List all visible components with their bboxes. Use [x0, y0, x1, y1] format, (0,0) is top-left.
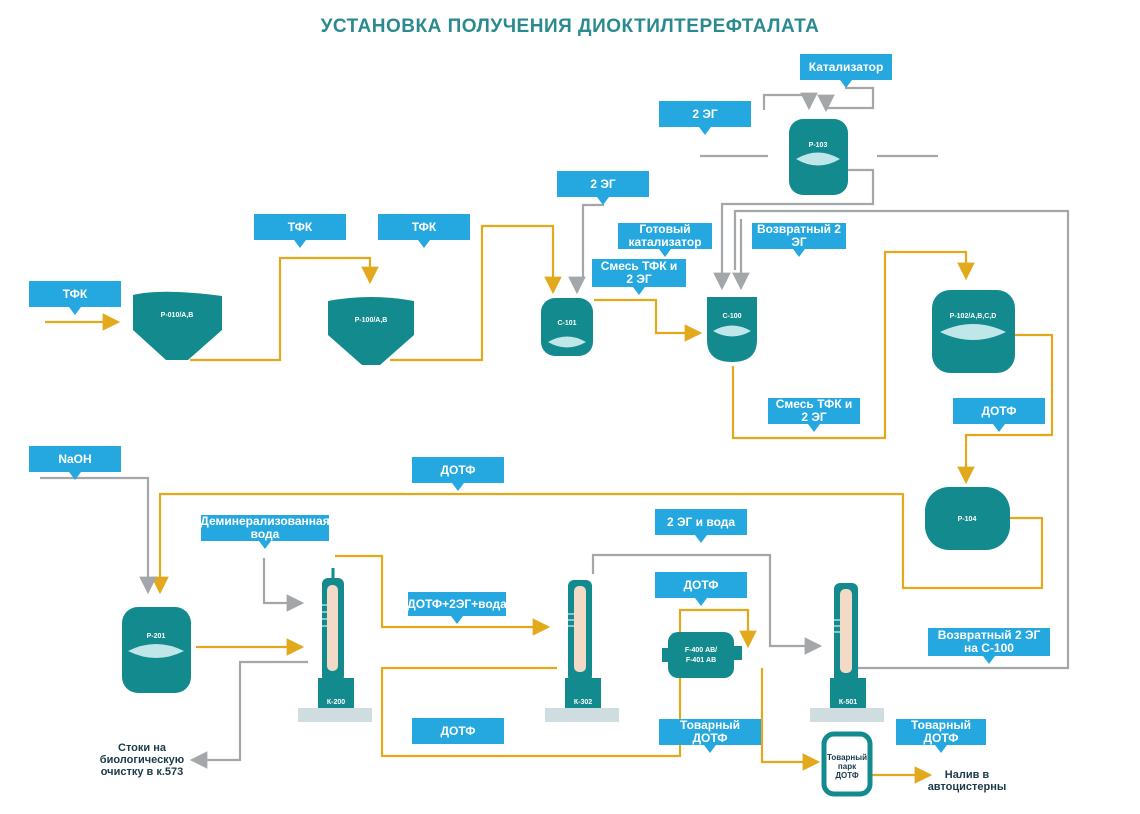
label-catalyst: Катализатор — [800, 54, 892, 88]
filter-f400-label-1: F-400 АВ/ — [685, 647, 717, 654]
label-eg-2: 2 ЭГ — [659, 101, 751, 135]
label-tfk-1: ТФК — [29, 281, 121, 315]
label-eg-water: 2 ЭГ и вода — [655, 509, 747, 543]
vessel-r103: Р-103 — [789, 119, 848, 195]
agitator-icon — [796, 152, 840, 166]
label-tfk-3: ТФК — [378, 214, 470, 248]
vessel-r102-label: Р-102/А,В,С,D — [950, 313, 997, 320]
vessel-c100: С-100 — [707, 297, 757, 362]
label-ready-catalyst: Готовый катализатор — [618, 223, 712, 257]
label-mix-1: Смесь ТФК и 2 ЭГ — [592, 259, 686, 295]
label-mix-2: Смесь ТФК и 2 ЭГ — [768, 398, 860, 432]
label-demin-water: Деминерализованная вода — [200, 514, 330, 549]
label-tfk-2: ТФК — [254, 214, 346, 248]
filter-f400: F-400 АВ/ F-401 АВ — [662, 632, 742, 678]
label-dotf-4: ДОТФ — [412, 718, 504, 744]
tank-commodity-park: Товарный парк ДОТФ — [821, 731, 873, 797]
label-dotf-3: ДОТФ — [655, 572, 747, 606]
vessel-c101-label: С-101 — [557, 320, 576, 327]
agitator-icon — [128, 644, 184, 658]
label-eg-1: 2 ЭГ — [557, 171, 649, 205]
column-k200-label: К-200 — [327, 699, 345, 706]
agitator-icon — [940, 324, 1006, 340]
vessel-r010-label: Р-010/А,В — [161, 312, 194, 319]
vessel-r100: Р-100/А,В — [328, 297, 414, 365]
vessel-r100-label: Р-100/А,В — [355, 317, 388, 324]
agitator-icon — [713, 325, 751, 337]
text-bio-treatment: Стоки на биологическую очистку в к.573 — [99, 742, 185, 778]
svg-text:Товарный: Товарный — [827, 753, 867, 762]
column-k302-label: К-302 — [574, 699, 592, 706]
vessel-r104-label: Р-104 — [958, 516, 977, 523]
vessel-r103-label: Р-103 — [809, 142, 828, 149]
vessel-c100-label: С-100 — [722, 313, 741, 320]
column-k302: К-302 — [545, 580, 619, 722]
label-return-eg-c100: Возвратный 2 ЭГ на С-100 — [928, 628, 1050, 664]
vessel-r201-label: Р-201 — [147, 633, 166, 640]
column-k200: К-200 — [298, 568, 372, 722]
gray-flow-lines — [40, 86, 1070, 769]
filter-f400-label-2: F-401 АВ — [686, 657, 716, 664]
vessel-r201: Р-201 — [122, 607, 191, 693]
vessel-r102: Р-102/А,В,С,D — [932, 290, 1015, 373]
agitator-icon — [548, 336, 586, 348]
page-title: УСТАНОВКА ПОЛУЧЕНИЯ ДИОКТИЛТЕРЕФТАЛАТА — [320, 16, 820, 37]
label-dotf-eg-water: ДОТФ+2ЭГ+вода — [407, 592, 507, 624]
vessel-c101: С-101 — [541, 298, 593, 356]
label-dotf-2: ДОТФ — [412, 457, 504, 491]
svg-text:ДОТФ: ДОТФ — [835, 771, 859, 780]
column-k501-label: К-501 — [839, 699, 857, 706]
svg-text:парк: парк — [838, 762, 857, 771]
text-tanker-loading: Налив в автоцистерны — [927, 769, 1007, 793]
vessel-r010: Р-010/А,В — [133, 291, 222, 360]
label-naoh: NaOH — [29, 446, 121, 480]
vessel-r104: Р-104 — [925, 487, 1010, 550]
column-k501: К-501 — [810, 583, 884, 722]
label-commodity-dotf-1: Товарный ДОТФ — [659, 719, 761, 753]
label-commodity-dotf-2: Товарный ДОТФ — [896, 719, 986, 753]
label-dotf-1: ДОТФ — [953, 398, 1045, 432]
label-return-eg: Возвратный 2 ЭГ — [752, 223, 846, 257]
gold-flow-lines — [45, 224, 1054, 784]
